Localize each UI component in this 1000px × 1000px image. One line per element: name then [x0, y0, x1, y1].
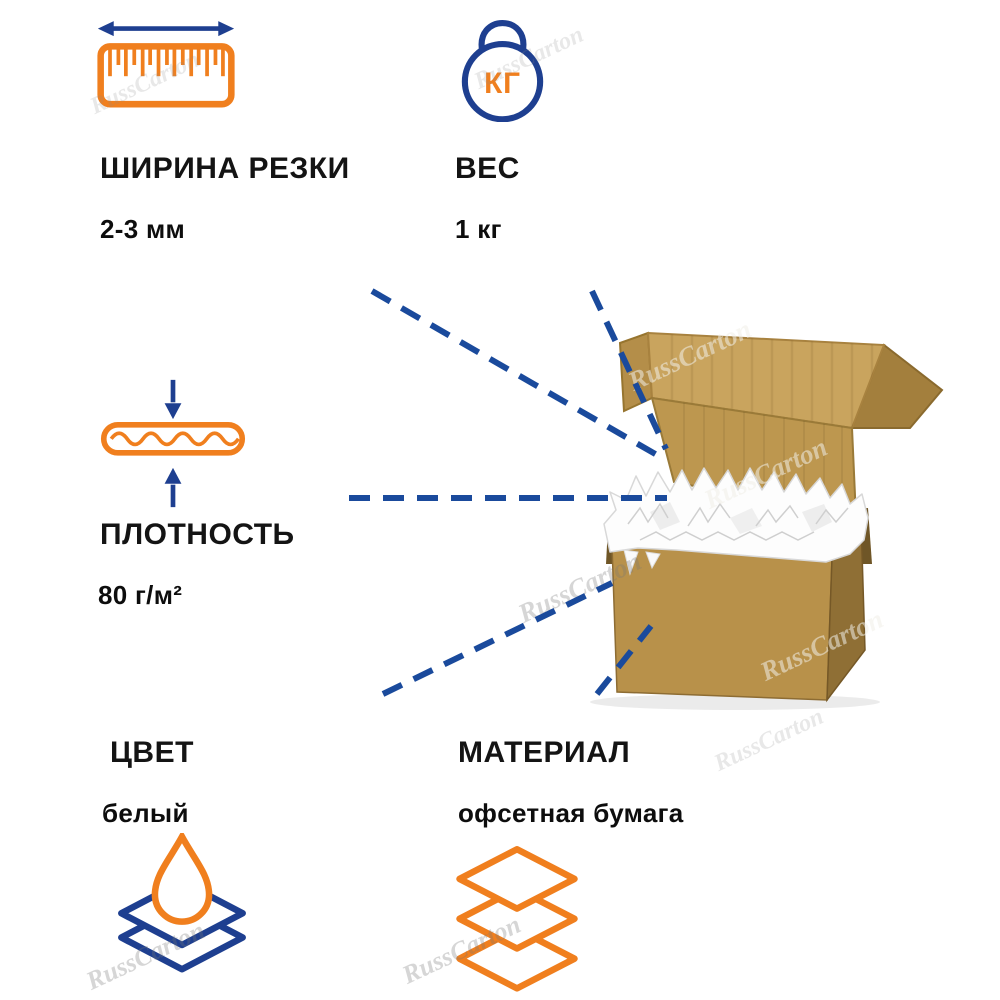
kettlebell-kg-text: КГ [484, 67, 521, 100]
cutting-width-value: 2-3 мм [100, 214, 186, 244]
layers-icon [456, 846, 578, 992]
density-value: 80 г/м² [98, 580, 183, 610]
material-value: офсетная бумага [458, 798, 684, 828]
weight-label: ВЕС [455, 152, 520, 185]
cutting-width-label: ШИРИНА РЕЗКИ [100, 152, 350, 185]
box-front-face [611, 544, 833, 701]
droplet-layers-icon [118, 833, 246, 973]
color-label: ЦВЕТ [110, 736, 194, 769]
product-photo-box [590, 331, 944, 710]
color-value: белый [102, 798, 189, 828]
shredded-paper [603, 467, 869, 576]
compress-icon [100, 379, 246, 508]
watermark: RussCarton [710, 703, 828, 777]
kettlebell-icon: КГ [461, 19, 544, 122]
ruler-icon [97, 21, 235, 108]
density-label: ПЛОТНОСТЬ [100, 518, 295, 551]
material-label: МАТЕРИАЛ [458, 736, 631, 769]
weight-value: 1 кг [455, 214, 502, 244]
